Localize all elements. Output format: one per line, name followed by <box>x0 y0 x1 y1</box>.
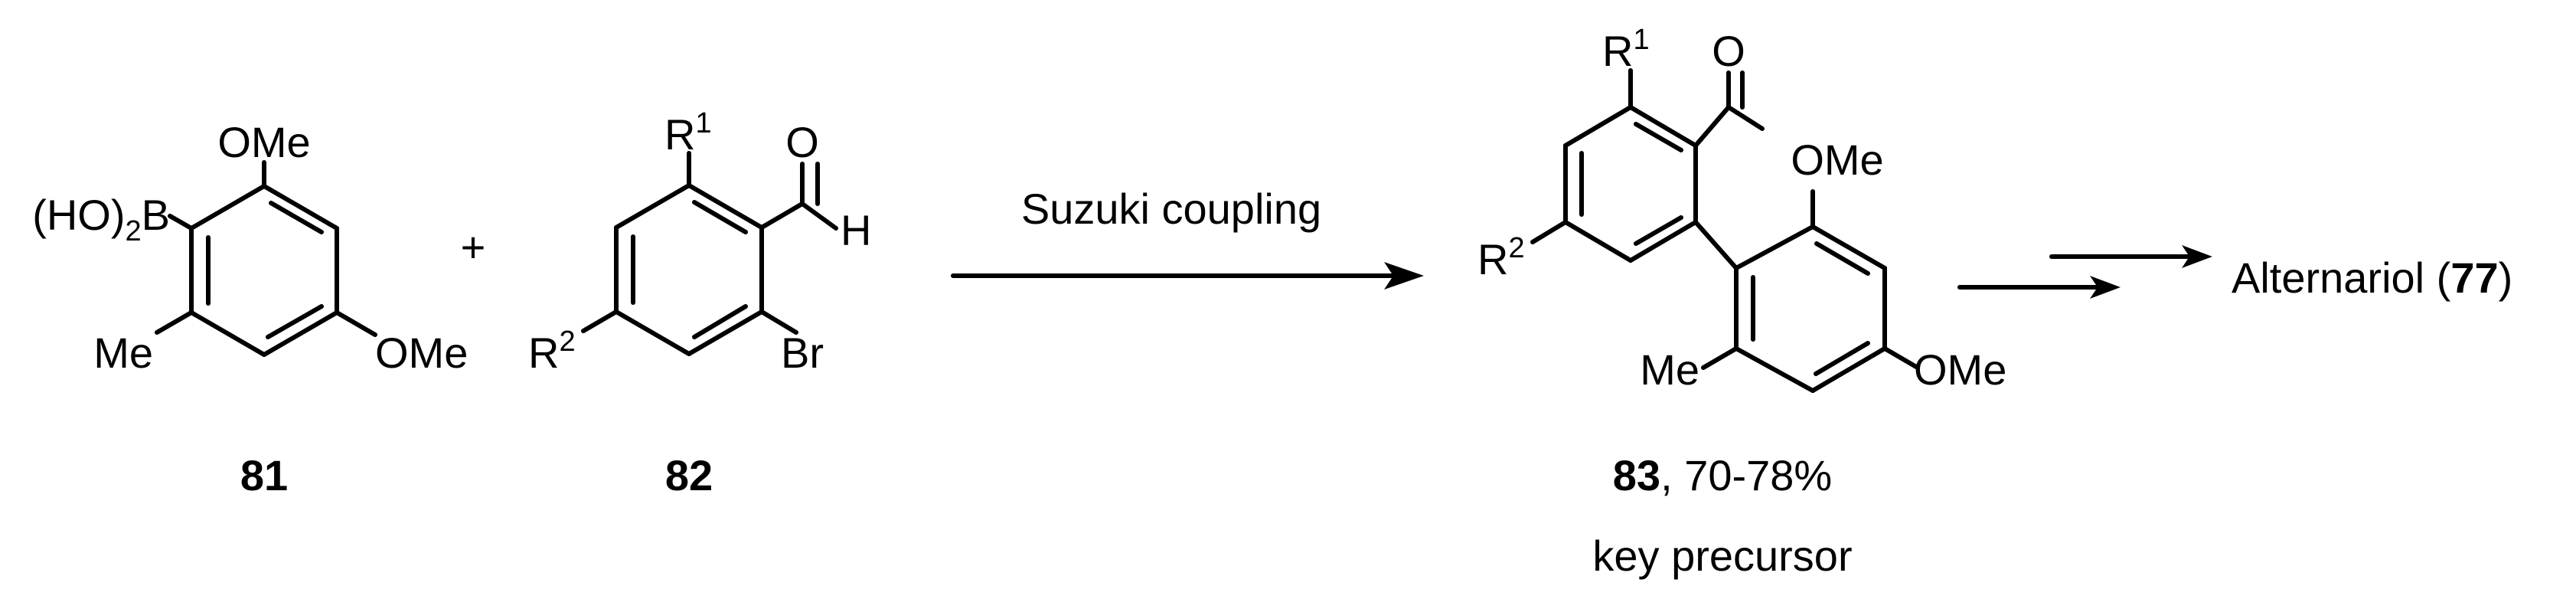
compound-82-r2: R2 <box>528 326 576 377</box>
compound-83-r1-sup: 1 <box>1633 24 1649 56</box>
plus-sign: + <box>461 223 486 271</box>
compound-81-structure: OMe (HO)2B Me OMe <box>32 118 468 377</box>
compound-82-hydrogen: H <box>841 206 871 254</box>
lower-arrow-head <box>2090 276 2121 299</box>
compound-82-r1-sup: 1 <box>695 107 711 139</box>
compound-83-r2: R2 <box>1477 232 1525 283</box>
compound-82-bromine: Br <box>781 329 824 377</box>
compound-83-yield: , 70-78% <box>1660 451 1832 499</box>
compound-83-r1: R1 <box>1602 24 1650 75</box>
product-id: 77 <box>2450 254 2498 302</box>
compound-82-r2-base: R <box>528 329 559 377</box>
compound-83-upper-ring <box>1563 105 1698 263</box>
compound-83-r2-base: R <box>1477 235 1508 283</box>
compound-83-ome-bottom: OMe <box>1914 345 2006 394</box>
arrow-head <box>1384 262 1424 290</box>
compound-83-caption: key precursor <box>1592 532 1852 580</box>
multistep-arrows <box>1957 245 2212 299</box>
compound-83-ome-top: OMe <box>1791 136 1883 184</box>
compound-83-me: Me <box>1640 345 1699 394</box>
compound-82-ring <box>614 183 764 356</box>
product-close: ) <box>2499 254 2513 302</box>
compound-81-boronic-suffix: B <box>142 191 170 239</box>
compound-81-ome-right: OMe <box>375 329 468 377</box>
compound-83-id: 83 <box>1613 451 1660 499</box>
compound-81-boronic-prefix: (HO) <box>32 191 125 239</box>
compound-81-boronic-subscript: 2 <box>126 215 142 247</box>
compound-83-r1-base: R <box>1602 27 1633 75</box>
compound-81-boronic-acid: (HO)2B <box>32 191 170 247</box>
compound-82-r2-sup: 2 <box>559 326 575 358</box>
product-alternariol: Alternariol (77) <box>2232 254 2512 302</box>
compound-81-label: 81 <box>240 451 288 499</box>
compound-82-oxygen: O <box>785 118 819 166</box>
compound-83-oxygen: O <box>1712 27 1745 75</box>
compound-81-me: Me <box>93 329 153 377</box>
compound-82-r1-base: R <box>664 110 695 159</box>
compound-83-label: 83, 70-78% <box>1613 451 1832 499</box>
compound-83-lower-ring <box>1734 224 1887 393</box>
compound-83-r2-sup: 2 <box>1508 232 1524 264</box>
compound-83-structure: R1 O R2 OMe Me OMe <box>1477 24 2006 394</box>
compound-82-structure: R1 O H Br R2 <box>528 107 871 377</box>
suzuki-reaction-arrow <box>951 262 1424 290</box>
compound-81-ome-top: OMe <box>217 118 310 166</box>
compound-82-r1: R1 <box>664 107 712 159</box>
reaction-condition-label: Suzuki coupling <box>1021 185 1321 233</box>
compound-81-ring <box>189 184 339 357</box>
product-name: Alternariol ( <box>2232 254 2451 302</box>
compound-82-label: 82 <box>665 451 713 499</box>
upper-arrow-head <box>2182 245 2212 268</box>
